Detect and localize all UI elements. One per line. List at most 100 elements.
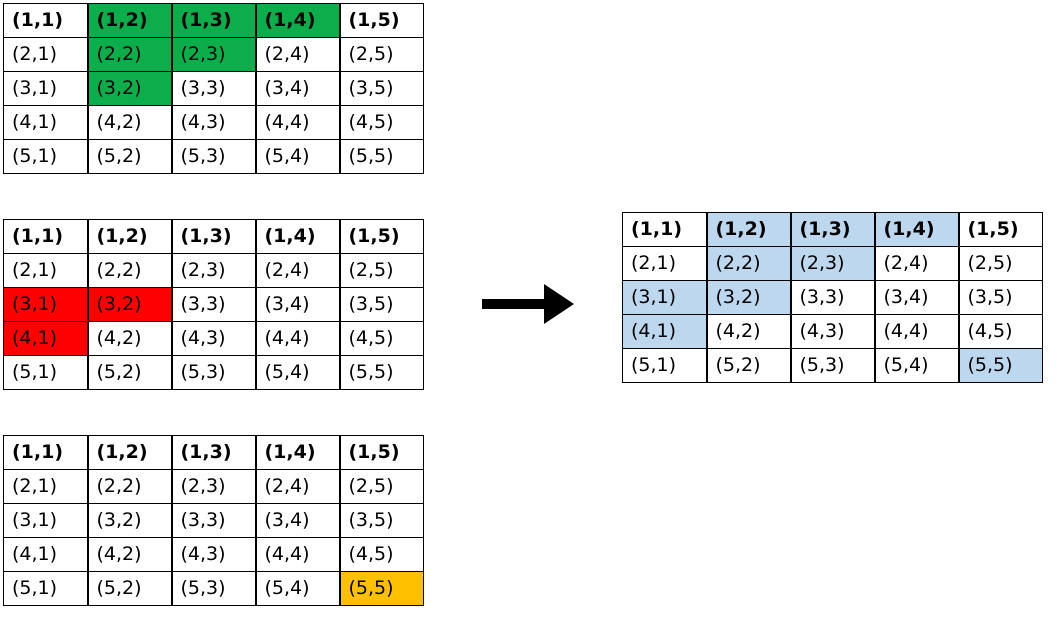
grid-cell: (5,4)	[254, 355, 340, 390]
table-row: (4,1)(4,2)(4,3)(4,4)(4,5)	[3, 321, 424, 356]
grid-cell: (1,4)	[254, 435, 340, 470]
grid-cell: (4,4)	[873, 314, 959, 349]
table-row: (5,1)(5,2)(5,3)(5,4)(5,5)	[3, 571, 424, 606]
grid-cell: (5,1)	[3, 355, 88, 390]
grid-cell: (4,1)	[3, 537, 88, 572]
grid-cell: (5,5)	[338, 355, 424, 390]
grid-cell: (1,2)	[86, 435, 172, 470]
grid-cell: (1,3)	[170, 3, 256, 38]
table-row: (5,1)(5,2)(5,3)(5,4)(5,5)	[622, 348, 1043, 383]
grid-cell: (1,4)	[254, 219, 340, 254]
table-row: (3,1)(3,2)(3,3)(3,4)(3,5)	[622, 280, 1043, 315]
table-row: (1,1)(1,2)(1,3)(1,4)(1,5)	[3, 435, 424, 470]
grid-cell: (5,5)	[338, 139, 424, 174]
grid-cell: (2,3)	[170, 253, 256, 288]
grid-cell: (4,2)	[705, 314, 791, 349]
grid-cell: (4,3)	[170, 321, 256, 356]
table-row: (3,1)(3,2)(3,3)(3,4)(3,5)	[3, 71, 424, 106]
grid-cell: (2,4)	[254, 253, 340, 288]
table-row: (2,1)(2,2)(2,3)(2,4)(2,5)	[3, 37, 424, 72]
table-row: (2,1)(2,2)(2,3)(2,4)(2,5)	[3, 253, 424, 288]
table-row: (4,1)(4,2)(4,3)(4,4)(4,5)	[622, 314, 1043, 349]
grid-cell: (2,3)	[170, 37, 256, 72]
table-row: (2,1)(2,2)(2,3)(2,4)(2,5)	[3, 469, 424, 504]
table-row: (4,1)(4,2)(4,3)(4,4)(4,5)	[3, 105, 424, 140]
grid-cell: (3,1)	[3, 71, 88, 106]
grid-cell: (5,3)	[789, 348, 875, 383]
grid-cell: (5,3)	[170, 355, 256, 390]
grid-cell: (4,4)	[254, 105, 340, 140]
grid-cell: (4,3)	[170, 537, 256, 572]
grid-cell: (3,5)	[957, 280, 1043, 315]
grid-cell: (1,4)	[873, 212, 959, 247]
grid-cell: (3,1)	[3, 503, 88, 538]
grid-cell: (5,2)	[86, 571, 172, 606]
grid-cell: (3,5)	[338, 503, 424, 538]
grid-cell: (2,3)	[789, 246, 875, 281]
grid-cell: (4,2)	[86, 321, 172, 356]
grid-cell: (4,2)	[86, 105, 172, 140]
grid-cell: (1,5)	[338, 435, 424, 470]
grid-cell: (1,4)	[254, 3, 340, 38]
grid-cell: (2,2)	[86, 469, 172, 504]
grid-cell: (4,3)	[170, 105, 256, 140]
grid-cell: (3,3)	[170, 287, 256, 322]
grid-cell: (5,1)	[3, 139, 88, 174]
table-row: (3,1)(3,2)(3,3)(3,4)(3,5)	[3, 287, 424, 322]
grid-cell: (2,2)	[705, 246, 791, 281]
grid-cell: (3,5)	[338, 71, 424, 106]
grid-cell: (2,5)	[338, 253, 424, 288]
grid-cell: (5,5)	[957, 348, 1043, 383]
grid-cell: (3,4)	[254, 287, 340, 322]
grid-cell: (1,3)	[170, 435, 256, 470]
grid-cell: (3,4)	[254, 71, 340, 106]
grid-green: (1,1)(1,2)(1,3)(1,4)(1,5)(2,1)(2,2)(2,3)…	[3, 3, 424, 174]
grid-cell: (2,5)	[957, 246, 1043, 281]
grid-cell: (2,1)	[3, 469, 88, 504]
grid-cell: (5,3)	[170, 139, 256, 174]
grid-cell: (3,3)	[789, 280, 875, 315]
grid-cell: (3,4)	[254, 503, 340, 538]
table-row: (2,1)(2,2)(2,3)(2,4)(2,5)	[622, 246, 1043, 281]
grid-result: (1,1)(1,2)(1,3)(1,4)(1,5)(2,1)(2,2)(2,3)…	[622, 212, 1043, 383]
table-row: (4,1)(4,2)(4,3)(4,4)(4,5)	[3, 537, 424, 572]
grid-cell: (4,4)	[254, 537, 340, 572]
grid-cell: (3,1)	[622, 280, 707, 315]
grid-cell: (1,5)	[957, 212, 1043, 247]
grid-cell: (4,1)	[622, 314, 707, 349]
grid-cell: (1,5)	[338, 219, 424, 254]
grid-cell: (1,1)	[3, 219, 88, 254]
grid-cell: (2,1)	[622, 246, 707, 281]
grid-cell: (2,1)	[3, 253, 88, 288]
grid-cell: (5,3)	[170, 571, 256, 606]
grid-cell: (4,2)	[86, 537, 172, 572]
grid-cell: (2,2)	[86, 37, 172, 72]
grid-cell: (1,2)	[705, 212, 791, 247]
grid-cell: (3,2)	[86, 287, 172, 322]
grid-red: (1,1)(1,2)(1,3)(1,4)(1,5)(2,1)(2,2)(2,3)…	[3, 219, 424, 390]
grid-cell: (4,5)	[338, 537, 424, 572]
grid-cell: (2,3)	[170, 469, 256, 504]
table-row: (1,1)(1,2)(1,3)(1,4)(1,5)	[3, 3, 424, 38]
grid-cell: (4,1)	[3, 321, 88, 356]
grid-cell: (4,1)	[3, 105, 88, 140]
grid-cell: (3,5)	[338, 287, 424, 322]
grid-cell: (4,3)	[789, 314, 875, 349]
grid-cell: (2,1)	[3, 37, 88, 72]
grid-cell: (5,2)	[705, 348, 791, 383]
table-row: (1,1)(1,2)(1,3)(1,4)(1,5)	[622, 212, 1043, 247]
grid-cell: (4,5)	[338, 321, 424, 356]
grid-cell: (1,1)	[3, 3, 88, 38]
table-row: (3,1)(3,2)(3,3)(3,4)(3,5)	[3, 503, 424, 538]
grid-cell: (3,2)	[86, 503, 172, 538]
grid-cell: (4,5)	[957, 314, 1043, 349]
grid-cell: (5,4)	[873, 348, 959, 383]
grid-cell: (2,5)	[338, 37, 424, 72]
grid-cell: (3,1)	[3, 287, 88, 322]
grid-cell: (2,4)	[254, 37, 340, 72]
grid-cell: (3,4)	[873, 280, 959, 315]
grid-cell: (1,3)	[170, 219, 256, 254]
grid-cell: (5,4)	[254, 139, 340, 174]
grid-cell: (3,3)	[170, 503, 256, 538]
grid-cell: (2,2)	[86, 253, 172, 288]
